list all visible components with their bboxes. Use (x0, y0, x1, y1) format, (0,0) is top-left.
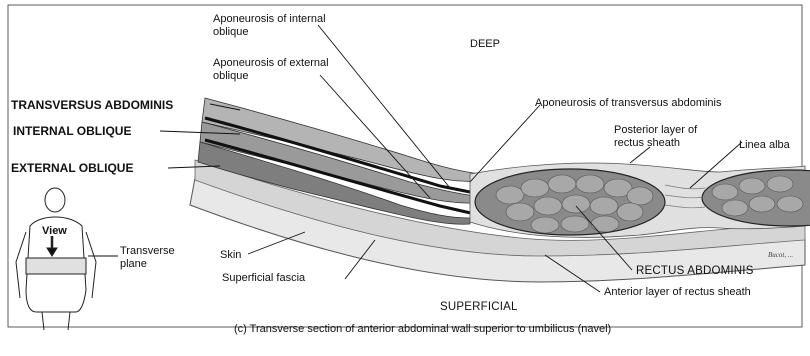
artist-signature: Bucot, ... (768, 251, 793, 259)
label-rectus-abdominis: RECTUS ABDOMINIS (636, 265, 754, 278)
label-external-oblique: EXTERNAL OBLIQUE (11, 162, 133, 175)
label-superficial: SUPERFICIAL (440, 301, 518, 314)
label-posterior-layer: Posterior layer of rectus sheath (614, 124, 724, 150)
label-superficial-fascia: Superficial fascia (222, 272, 305, 285)
label-aponeurosis-internal-oblique: Aponeurosis of internal oblique (213, 13, 333, 39)
label-aponeurosis-transversus: Aponeurosis of transversus abdominis (535, 97, 721, 110)
label-anterior-layer: Anterior layer of rectus sheath (604, 286, 751, 299)
label-deep: DEEP (470, 38, 500, 51)
figure-caption: (c) Transverse section of anterior abdom… (234, 323, 611, 336)
label-view: View (42, 225, 67, 238)
label-internal-oblique: INTERNAL OBLIQUE (13, 125, 131, 138)
label-transverse-plane: Transverse plane (120, 245, 200, 271)
label-aponeurosis-external-oblique: Aponeurosis of external oblique (213, 57, 333, 83)
label-skin: Skin (220, 249, 241, 262)
label-transversus-abdominis: TRANSVERSUS ABDOMINIS (11, 99, 173, 112)
label-linea-alba: Linea alba (739, 139, 790, 152)
